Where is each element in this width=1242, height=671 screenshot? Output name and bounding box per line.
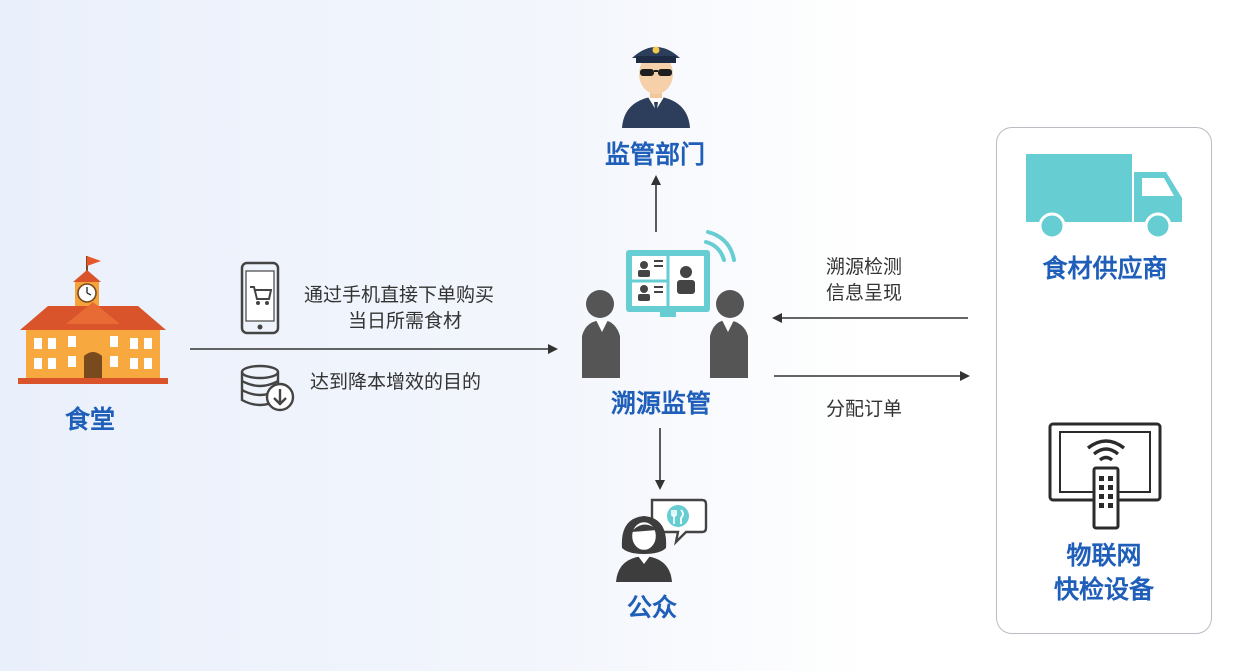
iot-terminal-icon: [1048, 422, 1162, 530]
benefit-note: 达到降本增效的目的: [310, 371, 482, 393]
supplier-label: 食材供应商: [1042, 254, 1168, 283]
mobile-cart-icon: [240, 261, 280, 335]
order-note-line1: 通过手机直接下单购买: [304, 284, 495, 306]
iot-device-label-line1: 物联网: [1066, 541, 1142, 570]
canteen-label: 食堂: [64, 405, 115, 434]
order-note-line2: 当日所需食材: [348, 310, 463, 332]
woman-dining-icon: [616, 498, 708, 582]
school-building-icon: [18, 256, 168, 384]
police-officer-icon: [622, 46, 690, 128]
database-download-icon: [240, 364, 295, 412]
trace-note-line1: 溯源检测: [826, 256, 903, 278]
assign-order-note: 分配订单: [826, 398, 903, 420]
regulator-label: 监管部门: [604, 140, 705, 169]
public-label: 公众: [626, 593, 677, 622]
traceability-label: 溯源监管: [610, 389, 711, 418]
video-conference-icon: [582, 230, 748, 378]
delivery-truck-icon: [1026, 154, 1182, 240]
trace-note-line2: 信息呈现: [826, 282, 903, 304]
iot-device-label-line2: 快检设备: [1053, 575, 1154, 604]
